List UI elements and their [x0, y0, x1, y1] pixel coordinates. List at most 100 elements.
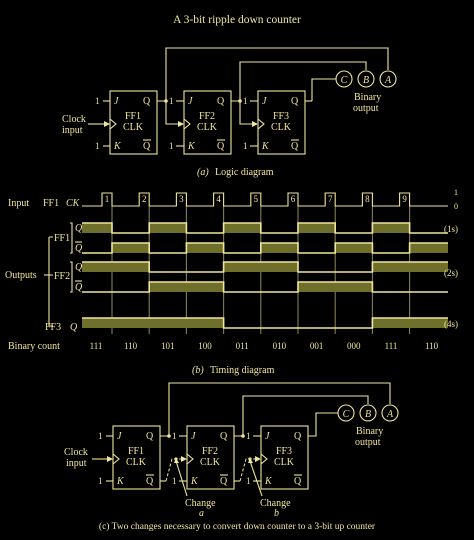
svg-text:J: J	[265, 431, 270, 442]
caption-a-text: Logic diagram	[215, 167, 274, 178]
ff3-clk-label: CLK	[271, 122, 292, 133]
svg-text:A: A	[386, 409, 394, 420]
svg-text:1: 1	[172, 431, 177, 441]
ff1-qbar-row-label: Q	[75, 243, 83, 254]
svg-text:CLK: CLK	[274, 457, 295, 468]
up-clock-label-2: input	[66, 458, 87, 469]
ff2-j-label: J	[188, 96, 193, 107]
pulse-numbers: 1 2 3 4 5 6 7 8 9	[105, 194, 408, 204]
ff1-qbar-wave-high-band	[260, 243, 298, 253]
binary-count-label: Binary count	[8, 341, 60, 352]
svg-text:Q: Q	[294, 431, 302, 442]
count-3: 101	[161, 341, 175, 351]
pulse-number-9: 9	[402, 194, 407, 204]
svg-text:C: C	[343, 409, 350, 420]
svg-text:FF3: FF3	[276, 446, 292, 457]
caption-c: (c) Two changes necessary to convert dow…	[99, 521, 376, 532]
change-a-label: Change a	[185, 498, 216, 519]
ff1-q-wave-high-band	[149, 223, 187, 233]
caption-b-letter: (b)	[192, 365, 204, 376]
svg-text:B: B	[363, 75, 369, 86]
level-low-label: 0	[454, 202, 458, 211]
ff1-q-label: Q	[143, 96, 151, 107]
up-clock-label-1: Clock	[64, 447, 88, 458]
weight-1s: (1s)	[444, 224, 458, 234]
svg-text:J: J	[191, 431, 196, 442]
ff3-j-one: 1	[243, 96, 248, 106]
svg-text:1: 1	[98, 431, 103, 441]
svg-text:CLK: CLK	[126, 457, 147, 468]
svg-text:1: 1	[172, 476, 177, 486]
svg-text:1: 1	[98, 476, 103, 486]
ff2-qbar-wave	[82, 281, 448, 293]
ff3-qbar-label: Q	[291, 141, 299, 152]
up-binary-label-1: Binary	[356, 426, 383, 437]
clock-input-label-2: input	[62, 125, 83, 136]
ff2-q-wave-high-band	[372, 262, 448, 272]
svg-text:FF1: FF1	[128, 446, 144, 457]
ff2-k-one: 1	[169, 141, 174, 151]
pulse-number-2: 2	[142, 194, 147, 204]
ff3-q-row-label: Q	[70, 322, 78, 333]
svg-text:K: K	[190, 476, 199, 487]
output-c-node: C	[335, 70, 353, 88]
ff3-j-label: J	[262, 96, 267, 107]
up-binary-label-2: output	[355, 437, 381, 448]
ff1-j-label: J	[114, 96, 119, 107]
ff1-clk-label: CLK	[123, 122, 144, 133]
change-b-label: Change b	[260, 498, 291, 519]
svg-text:1: 1	[246, 431, 251, 441]
ff1-name: FF1	[125, 111, 141, 122]
up-output-b-node: B	[359, 404, 377, 422]
logic-diagram: J Q FF1 CLK K Q 1 1 J Q FF2 CLK K Q 1 1	[62, 47, 397, 178]
ff1-qbar-wave-high-band	[335, 243, 373, 253]
flip-flop-ff3: J Q FF3 CLK K Q 1 1	[243, 90, 306, 155]
input-ff1-label: FF1	[43, 198, 59, 209]
level-high-label: 1	[454, 188, 458, 197]
row-group-ff1: FF1	[54, 233, 70, 244]
up-output-c-node: C	[337, 404, 355, 422]
pulse-number-7: 7	[328, 194, 333, 204]
count-10: 110	[425, 341, 439, 351]
svg-text:FF2: FF2	[202, 446, 218, 457]
up-flip-flop-ff3: J Q FF3 CLK K Q 1 1	[246, 425, 309, 490]
row-group-ff3: FF3	[45, 322, 61, 333]
ff1-q-wave-high-band	[298, 223, 336, 233]
svg-text:B: B	[365, 409, 371, 420]
ff2-qbar-wave-high-band	[298, 282, 373, 292]
svg-text:b: b	[274, 508, 279, 519]
ff3-q-wave	[82, 317, 448, 329]
pulse-number-8: 8	[365, 194, 370, 204]
binary-output-label-1: Binary	[354, 92, 381, 103]
ff3-q-label: Q	[291, 96, 299, 107]
weight-4s: (4s)	[444, 319, 458, 329]
svg-text:Change: Change	[260, 498, 291, 509]
clock-trace	[82, 192, 448, 207]
ff3-q-wave-high-band	[372, 318, 448, 328]
svg-text:Q: Q	[220, 431, 228, 442]
outputs-label: Outputs	[5, 270, 37, 281]
svg-text:a: a	[199, 508, 204, 519]
svg-text:J: J	[117, 431, 122, 442]
ff2-k-label: K	[187, 141, 196, 152]
ff2-q-wave-high-band	[82, 262, 150, 272]
ff1-q-wave-high-band	[223, 223, 261, 233]
ff1-q-wave-high-band	[372, 223, 410, 233]
up-flip-flop-ff1: J Q FF1 CLK K Q 1 1	[98, 425, 161, 490]
figure-title: A 3-bit ripple down counter	[173, 14, 301, 26]
ff1-qbar-wave	[82, 242, 448, 254]
binary-counts: 111 110 101 100 011 010 001 000 111 110	[90, 341, 439, 351]
ff1-qbar-label: Q	[143, 141, 151, 152]
svg-text:CLK: CLK	[200, 457, 221, 468]
ff2-j-one: 1	[169, 96, 174, 106]
up-flip-flop-ff2: J Q FF2 CLK K Q 1 1	[172, 425, 235, 490]
count-7: 001	[310, 341, 324, 351]
ff2-q-wave-high-band	[223, 262, 298, 272]
svg-text:Q: Q	[146, 476, 154, 487]
caption-b-text: Timing diagram	[210, 365, 275, 376]
ff2-q-label: Q	[217, 96, 225, 107]
count-9: 111	[385, 341, 398, 351]
count-8: 000	[347, 341, 361, 351]
ff1-qbar-wave-high-band	[186, 243, 224, 253]
